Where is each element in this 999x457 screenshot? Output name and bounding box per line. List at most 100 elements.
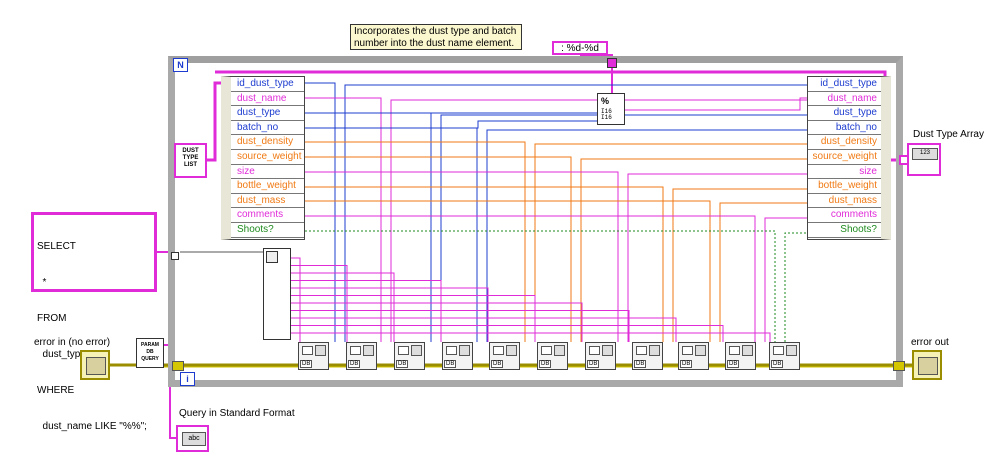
error-in-label: error in (no error): [34, 337, 111, 348]
bundle-by-name[interactable]: id_dust_type dust_name dust_type batch_n…: [807, 76, 891, 240]
bundle-field[interactable]: dust_mass: [808, 193, 881, 209]
dust-list-line-3: LIST: [184, 162, 197, 168]
sql-line: SELECT: [37, 241, 76, 252]
db-get-value-vi[interactable]: DB: [678, 342, 709, 370]
db-get-value-vi[interactable]: DB: [298, 342, 329, 370]
dust-type-array-terminal[interactable]: 123: [907, 143, 941, 176]
unbundle-by-name[interactable]: id_dust_type dust_name dust_type batch_n…: [221, 76, 305, 240]
db-get-value-vi[interactable]: DB: [769, 342, 800, 370]
int-wire: [305, 120, 597, 129]
bundle-field[interactable]: comments: [808, 208, 881, 223]
unbundle-field[interactable]: source_weight: [231, 149, 304, 165]
db-tag: DB: [727, 360, 740, 368]
bundle-field[interactable]: id_dust_type: [808, 77, 881, 92]
field-wire: [390, 99, 807, 342]
db-get-value-vi[interactable]: DB: [394, 342, 425, 370]
unbundle-field[interactable]: comments: [231, 208, 304, 223]
field-wire: [672, 188, 807, 342]
field-wire: [305, 97, 382, 342]
unbundle-field[interactable]: dust_type: [231, 106, 304, 121]
variant-icon: [315, 345, 326, 356]
db-tag: DB: [680, 360, 693, 368]
error-shift-register-right[interactable]: [893, 361, 905, 371]
field-label: dust_density: [237, 136, 294, 148]
bundle-field[interactable]: dust_type: [808, 106, 881, 121]
field-label: size: [237, 165, 255, 177]
bundle-field[interactable]: bottle_weight: [808, 179, 881, 194]
db-get-value-vi[interactable]: DB: [537, 342, 568, 370]
variant-icon: [363, 345, 374, 356]
error-in-terminal[interactable]: [80, 350, 110, 380]
db-get-value-vi[interactable]: DB: [585, 342, 616, 370]
error-shift-register-left[interactable]: [172, 361, 184, 371]
dust-type-list-constant[interactable]: DUST TYPE LIST: [174, 143, 207, 178]
unbundle-field[interactable]: batch_no: [231, 120, 304, 136]
db-get-value-vi[interactable]: DB: [725, 342, 756, 370]
bundle-field[interactable]: source_weight: [808, 149, 881, 165]
query-standard-label: Query in Standard Format: [179, 408, 295, 419]
index-array-function[interactable]: [263, 248, 291, 340]
param-db-query-vi[interactable]: PARAM DB QUERY: [136, 338, 164, 368]
percent-icon: %: [601, 96, 610, 106]
bundle-field[interactable]: dust_name: [808, 91, 881, 107]
field-label: bottle_weight: [818, 180, 877, 192]
db-tag: DB: [444, 360, 457, 368]
field-label: batch_no: [237, 121, 279, 133]
bundle-field[interactable]: batch_no: [808, 120, 881, 136]
loop-iteration-terminal[interactable]: i: [180, 372, 195, 386]
loop-count-terminal[interactable]: N: [173, 58, 188, 72]
bundle-field[interactable]: Shoots?: [808, 222, 881, 238]
field-label: source_weight: [812, 150, 877, 162]
db-field-wire: [291, 280, 442, 342]
bundle-field[interactable]: size: [808, 164, 881, 180]
db-field-wire: [291, 257, 301, 342]
string-wire: [169, 368, 176, 439]
db-get-value-vi[interactable]: DB: [489, 342, 520, 370]
db-get-value-vi[interactable]: DB: [442, 342, 473, 370]
unbundle-field[interactable]: bottle_weight: [231, 179, 304, 194]
error-out-terminal[interactable]: [912, 350, 942, 380]
string-wire: [580, 54, 613, 98]
db-tag: DB: [491, 360, 504, 368]
field-wire: [627, 173, 807, 342]
unbundle-field[interactable]: size: [231, 164, 304, 180]
sql-query-constant[interactable]: SELECT * FROM dust_type WHERE dust_name …: [31, 212, 157, 432]
variant-icon: [554, 345, 565, 356]
unbundle-field[interactable]: Shoots?: [231, 222, 304, 238]
variant-icon: [459, 345, 470, 356]
format-tunnel[interactable]: [607, 58, 617, 68]
unbundle-field[interactable]: dust_mass: [231, 193, 304, 209]
cluster-wire: [207, 81, 221, 162]
format-string-constant[interactable]: : %d-%d: [552, 41, 608, 55]
field-wire: [344, 84, 807, 342]
comment-box: Incorporates the dust type and batch num…: [350, 24, 522, 50]
array-output-tunnel[interactable]: [899, 155, 909, 165]
db-get-value-vi[interactable]: DB: [346, 342, 377, 370]
unbundle-field[interactable]: dust_density: [231, 135, 304, 150]
db-tag: DB: [396, 360, 409, 368]
error-out-label: error out: [911, 337, 949, 348]
dust-type-array-label: Dust Type Array: [913, 129, 984, 140]
db-field-wire: [291, 317, 677, 342]
variant-icon: [786, 345, 797, 356]
for-loop-structure[interactable]: [168, 56, 903, 387]
db-get-value-vi[interactable]: DB: [632, 342, 663, 370]
field-label: size: [859, 165, 877, 177]
db-tag: DB: [587, 360, 600, 368]
field-wire: [784, 232, 807, 342]
field-label: dust_mass: [828, 194, 877, 206]
field-wire: [534, 143, 807, 342]
field-label: dust_name: [237, 92, 287, 104]
db-field-wire: [291, 310, 630, 342]
field-label: dust_name: [827, 92, 877, 104]
query-input-tunnel[interactable]: [171, 252, 179, 260]
bundle-field[interactable]: dust_density: [808, 135, 881, 150]
db-icon: [493, 346, 504, 355]
field-label: id_dust_type: [237, 78, 294, 89]
unbundle-field[interactable]: dust_name: [231, 91, 304, 107]
query-standard-terminal[interactable]: abc: [176, 425, 209, 452]
db-icon: [636, 346, 647, 355]
unbundle-field[interactable]: id_dust_type: [231, 77, 304, 92]
array-icon: 123: [912, 148, 938, 160]
